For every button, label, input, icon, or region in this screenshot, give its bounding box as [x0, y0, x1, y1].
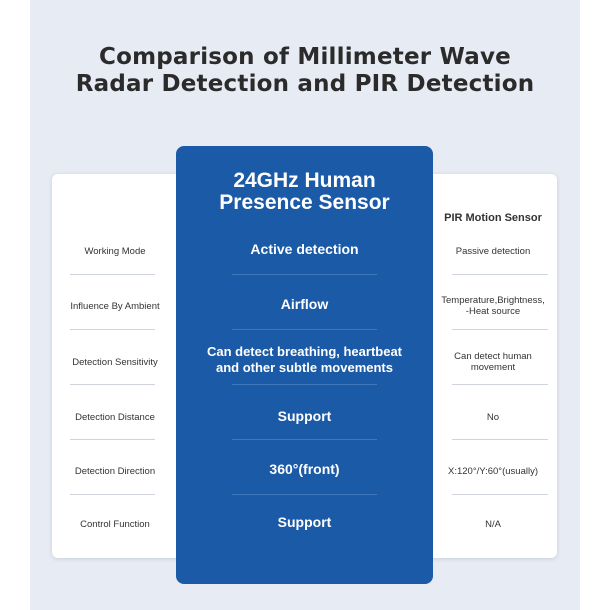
row-divider — [452, 384, 548, 385]
row-divider — [452, 494, 548, 495]
row-label: Detection Distance — [75, 411, 155, 423]
radar-value: Active detection — [250, 241, 359, 257]
row-divider — [232, 329, 377, 330]
title-line-1: Comparison of Millimeter Wave — [99, 44, 511, 70]
row-divider — [232, 439, 377, 440]
row-divider — [452, 329, 548, 330]
row-divider — [70, 384, 155, 385]
radar-card — [176, 146, 433, 584]
row-divider — [70, 274, 155, 275]
radar-title-line-2: Presence Sensor — [219, 191, 390, 214]
pir-value: Can detect human movement — [454, 351, 532, 373]
row-label: Influence By Ambient — [70, 300, 160, 312]
pir-value: Temperature,Brightness, -Heat source — [441, 295, 545, 317]
pir-value: X:120°/Y:60°(usually) — [448, 465, 538, 477]
row-divider — [232, 494, 377, 495]
pir-value: Passive detection — [455, 245, 531, 257]
radar-value: 360°(front) — [269, 461, 340, 477]
radar-value: Support — [277, 514, 332, 530]
row-divider — [70, 439, 155, 440]
row-divider — [70, 494, 155, 495]
title-line-2: Radar Detection and PIR Detection — [75, 71, 535, 97]
row-divider — [232, 274, 377, 275]
pir-value: No — [486, 411, 500, 423]
pir-value: N/A — [485, 518, 501, 530]
radar-value: Support — [277, 408, 332, 424]
row-divider — [452, 274, 548, 275]
page-title: Comparison of Millimeter Wave Radar Dete… — [30, 44, 580, 98]
row-divider — [70, 329, 155, 330]
row-label: Control Function — [80, 518, 150, 530]
row-label: Detection Direction — [74, 465, 156, 477]
radar-value: Airflow — [280, 296, 329, 312]
radar-title-line-1: 24GHz Human — [233, 169, 376, 192]
row-label: Detection Sensitivity — [72, 356, 158, 368]
radar-value: Can detect breathing, heartbeat and othe… — [206, 344, 403, 375]
radar-card-title: 24GHz Human Presence Sensor — [176, 170, 433, 214]
pir-card-title: PIR Motion Sensor — [444, 212, 542, 224]
row-divider — [452, 439, 548, 440]
row-label: Working Mode — [84, 245, 146, 257]
row-divider — [232, 384, 377, 385]
